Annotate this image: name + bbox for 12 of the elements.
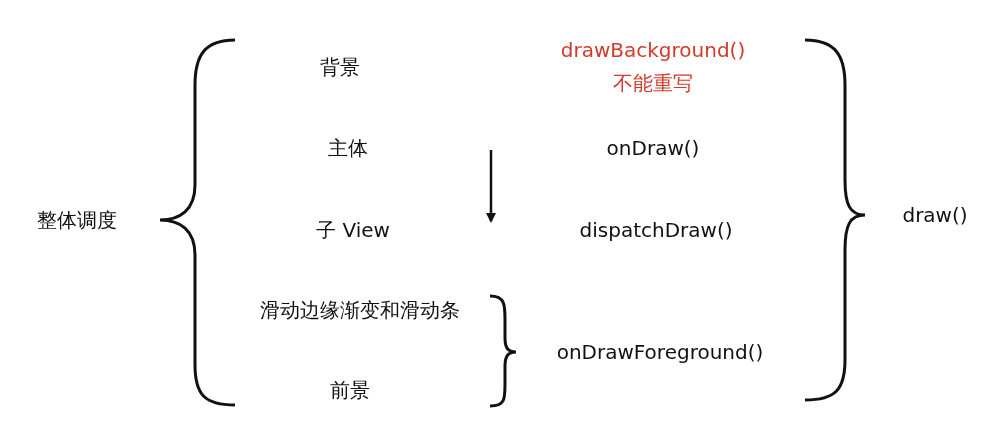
part-label: 背景 [320,55,360,79]
part-label: 滑动边缘渐变和滑动条 [260,298,460,322]
method-name: dispatchDraw() [579,218,733,242]
heading-label: 整体调度 [37,208,117,232]
part-label: 子 View [316,218,390,242]
note-text: 不能重写 [613,71,693,95]
method-name: draw() [902,203,968,227]
part-label: 前景 [330,378,370,402]
method-name: onDraw() [606,136,700,160]
method-name: onDrawForeground() [556,340,764,364]
method-name: drawBackground() [560,38,746,62]
part-label: 主体 [328,136,368,160]
